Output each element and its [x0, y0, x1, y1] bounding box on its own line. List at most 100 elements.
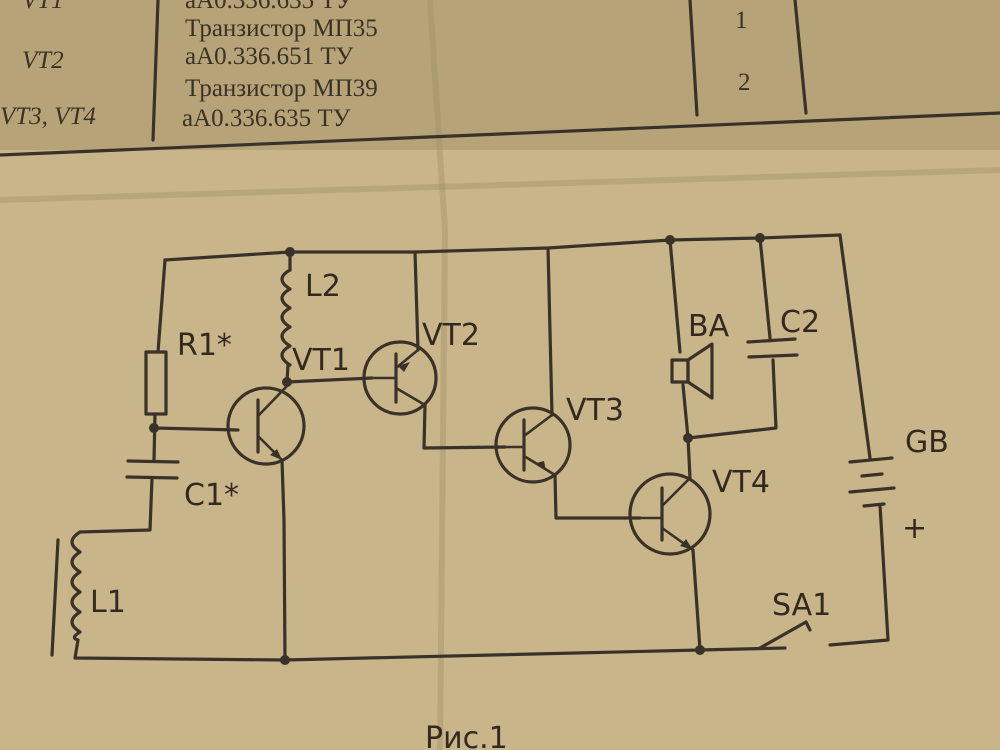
table-designator: VT2: [22, 47, 64, 74]
schematic-labels: R1* C1* L1 L2 VT1 VT2 VT3 VT4 BA C2 GB +…: [90, 269, 949, 750]
capacitor-plate: [125, 475, 179, 480]
capacitor-plate: [126, 459, 180, 464]
resistor-r1: [144, 350, 168, 416]
table-designator: VT3, VT4: [0, 103, 96, 130]
wire: [686, 358, 778, 440]
capacitor-c1: [125, 459, 180, 480]
transistor-collector: [257, 385, 288, 417]
junction-dot: [683, 433, 693, 443]
label-r1: R1*: [177, 328, 232, 363]
transistor-vt4: [628, 472, 712, 556]
label-gb-plus: +: [902, 511, 927, 546]
wire: [280, 458, 287, 662]
transistor-body: [226, 386, 306, 466]
table-name: Транзистор МП39: [185, 75, 378, 102]
transistor-emitter: [395, 348, 419, 370]
wire: [285, 376, 374, 384]
table-spec: aA0.336.635 ТУ: [182, 105, 351, 132]
label-vt4: VT4: [712, 465, 770, 500]
junction-dot: [695, 645, 705, 655]
transistor-emitter: [523, 413, 553, 438]
parts-table: VT1 aA0.336.635 ТУ VT2 Транзистор МП35 a…: [0, 0, 1000, 157]
wire: [546, 246, 554, 417]
table-designator: VT1: [22, 0, 64, 14]
wire: [152, 426, 240, 432]
label-gb: GB: [905, 425, 949, 460]
capacitor-c2: [746, 337, 799, 359]
transistor-body: [494, 406, 572, 484]
switch-sa1: [758, 620, 812, 650]
wire: [838, 233, 872, 460]
inductor-l1: [50, 530, 82, 657]
battery-plate: [848, 486, 896, 494]
wire: [422, 403, 507, 450]
wire: [686, 436, 692, 480]
label-vt3: VT3: [566, 393, 624, 428]
paper-crease: [427, 0, 449, 750]
label-vt2: VT2: [422, 318, 480, 353]
transistor-collector: [661, 477, 691, 507]
table-spec: aA0.336.651 ТУ: [185, 43, 354, 70]
wire: [668, 238, 682, 354]
transistor-vt3: [494, 406, 572, 484]
junction-dot: [755, 233, 765, 243]
table-rule: [793, 0, 808, 115]
ferrite-core: [50, 538, 60, 657]
junction-dot: [665, 235, 675, 245]
table-name: Транзистор МП35: [185, 15, 378, 42]
transistor-body: [628, 472, 712, 556]
label-l2: L2: [305, 269, 341, 304]
wire: [152, 412, 157, 462]
wire: [78, 476, 154, 534]
speaker-cone: [686, 342, 714, 400]
battery-plate: [860, 472, 884, 478]
wire: [828, 503, 890, 647]
transistor-body: [362, 340, 438, 416]
table-qty: 1: [735, 7, 748, 34]
transistor-vt1: [226, 385, 306, 466]
junction-dot: [280, 655, 290, 665]
label-sa1: SA1: [772, 588, 831, 623]
switch-lever: [758, 620, 808, 650]
label-l1: L1: [90, 585, 126, 620]
wire: [413, 250, 420, 352]
battery-gb: [848, 456, 896, 508]
transistor-vt2: [362, 340, 438, 416]
speaker-ba: [670, 342, 714, 400]
junction-dot: [149, 423, 159, 433]
figure-caption: Рис.1: [425, 721, 508, 750]
emitter-arrow: [536, 461, 546, 471]
transistor-collector: [395, 386, 426, 407]
table-rule: [151, 0, 160, 142]
emitter-arrow: [398, 362, 410, 372]
emitter-arrow: [270, 449, 282, 460]
inductor-coil: [70, 530, 82, 642]
junction-dot: [282, 377, 292, 387]
wire: [156, 258, 167, 354]
wire: [758, 236, 772, 340]
wire: [553, 473, 642, 520]
junction-dot: [285, 247, 295, 257]
label-ba: BA: [688, 309, 730, 344]
wire: [681, 383, 690, 440]
capacitor-plate: [747, 353, 799, 359]
inductor-l2: [280, 268, 292, 367]
switch-contact: [804, 620, 812, 632]
label-c1: C1*: [184, 478, 239, 513]
label-c2: C2: [780, 305, 820, 340]
battery-plate: [848, 456, 894, 464]
emitter-arrow: [680, 539, 693, 550]
label-vt1: VT1: [292, 343, 350, 378]
table-name: aA0.336.635 ТУ: [185, 0, 354, 14]
paper-crease-horizontal: [0, 167, 1000, 203]
table-qty: 2: [738, 69, 751, 96]
wire: [691, 548, 702, 652]
table-rule-bottom: [0, 111, 1000, 157]
table-rule: [688, 0, 699, 117]
capacitor-plate: [746, 337, 797, 344]
battery-plate: [862, 502, 886, 508]
paper-shadow: [0, 0, 1000, 150]
junctions: [149, 233, 765, 665]
